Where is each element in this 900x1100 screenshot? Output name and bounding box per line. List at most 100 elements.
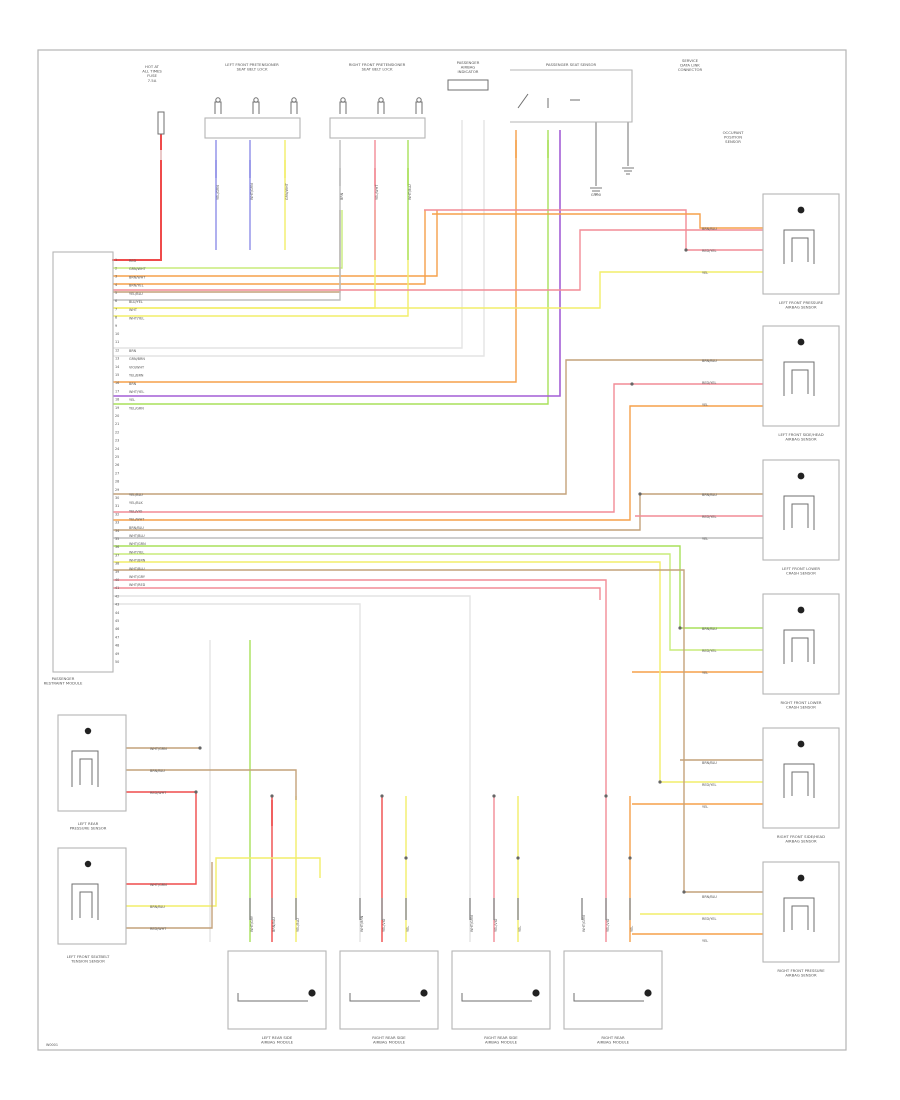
bottom-module-2 xyxy=(339,950,439,1030)
wire-left xyxy=(126,769,297,800)
wire-label: GRN/BRN xyxy=(129,357,145,361)
module-label: PASSENGER xyxy=(52,676,75,681)
wire-label: WHT/GRY xyxy=(129,575,146,579)
wire-label: YEL/BLU xyxy=(129,292,143,296)
right-sensor-6 xyxy=(762,861,840,963)
pin-number: 41 xyxy=(115,586,119,590)
module-label: RESTRAINT MODULE xyxy=(44,681,83,686)
splice-dot xyxy=(678,626,682,630)
right-retractor-box xyxy=(329,117,426,139)
right-sensor-label: AIRBAG SENSOR xyxy=(785,305,817,310)
pin-number: 46 xyxy=(115,627,119,631)
wire-label: YEL xyxy=(702,403,708,407)
wire-seat-sensor xyxy=(113,130,561,397)
left-sensor-1 xyxy=(57,714,127,812)
wire-label: BRN/BLU xyxy=(150,905,165,909)
ground-icon xyxy=(622,167,634,175)
pin-number: 38 xyxy=(115,562,119,566)
left-retractor-label: SEAT BELT LOCK xyxy=(237,67,268,72)
wire-label: RED/YEL xyxy=(702,381,716,385)
pin-number: 6 xyxy=(115,299,117,303)
wire-label: YEL xyxy=(406,926,410,932)
wire-label: RED/WHT xyxy=(150,791,167,795)
wire-label: YEL/WHT xyxy=(375,184,379,200)
pin-number: 47 xyxy=(115,635,119,639)
pin-number: 20 xyxy=(115,414,119,418)
pin-number: 30 xyxy=(115,496,119,500)
squib-symbol xyxy=(573,993,644,1002)
indicator-label: AIRBAG xyxy=(461,65,475,70)
wire-label: BRN/BLU xyxy=(272,917,276,932)
bottom-module-label: RIGHT REAR SIDE xyxy=(372,1035,406,1040)
wire-label: WHT/BLU xyxy=(129,567,145,571)
wire-module-top xyxy=(113,210,341,293)
terminal-symbol xyxy=(416,97,422,103)
wire-label: WHT/GRN xyxy=(250,183,254,200)
pin-number: 32 xyxy=(115,512,119,516)
wire-label: RED/YEL xyxy=(702,649,716,653)
wire-label: WHT/BLU xyxy=(408,184,412,200)
wire-label: WHT/GRN xyxy=(150,747,167,751)
right-sensor-label: AIRBAG SENSOR xyxy=(785,973,817,978)
wire-label: GRN/WHT xyxy=(285,182,289,200)
wire-label: BRN xyxy=(129,382,137,386)
indicator-label: INDICATOR xyxy=(458,69,479,74)
pin-number: 2 xyxy=(115,266,117,270)
bottom-module-3 xyxy=(451,950,551,1030)
wire-right-6 xyxy=(113,569,763,893)
pin-number: 27 xyxy=(115,471,119,475)
fuse-label: 7.5A xyxy=(148,78,157,83)
sensor-symbol xyxy=(783,763,815,798)
sensor-indicator xyxy=(797,606,805,614)
pin-number: 50 xyxy=(115,660,119,664)
wire-red xyxy=(113,134,162,261)
right-retractor-label: RIGHT FRONT PRETENSIONER xyxy=(349,62,406,67)
seat-sensor-label: PASSENGER SEAT SENSOR xyxy=(546,62,597,67)
right-sensor-label: CRASH SENSOR xyxy=(786,571,816,576)
pin-number: 42 xyxy=(115,594,119,598)
sensor-indicator xyxy=(797,206,805,214)
pin-number: 1 xyxy=(115,258,117,262)
wire-label: BRN xyxy=(129,349,137,353)
wire-label: WHT/BLU xyxy=(129,534,145,538)
sensor-indicator xyxy=(797,472,805,480)
fuse-label: FUSE xyxy=(147,73,157,78)
wire-label: WHT/BRN xyxy=(360,915,364,932)
squib-symbol xyxy=(461,993,532,1002)
wire-label: BRN/BLU xyxy=(702,359,717,363)
splice-dot xyxy=(638,492,642,496)
data-link-label: SERVICE xyxy=(682,58,699,63)
wire-label: YEL xyxy=(702,939,708,943)
bottom-module-label: AIRBAG MODULE xyxy=(261,1040,294,1045)
wire-label: BRN/BLU xyxy=(702,627,717,631)
wire-label: WHT/YEL xyxy=(129,390,144,394)
right-sensor-label: CRASH SENSOR xyxy=(786,705,816,710)
right-sensor-label: RIGHT FRONT LOWER xyxy=(780,700,821,705)
bottom-module-label: RIGHT REAR SIDE xyxy=(484,1035,518,1040)
bottom-module-4 xyxy=(563,950,663,1030)
wire-label: RED/YEL xyxy=(702,917,716,921)
right-sensor-label: LEFT FRONT LOWER xyxy=(782,566,820,571)
wire-label: RED xyxy=(129,259,136,263)
squib-indicator xyxy=(644,989,652,997)
right-sensor-3 xyxy=(762,459,840,561)
pin-number: 10 xyxy=(115,332,119,336)
pin-number: 17 xyxy=(115,389,119,393)
squib-indicator xyxy=(532,989,540,997)
restraint-module xyxy=(52,251,114,673)
switch-symbol xyxy=(290,101,298,114)
wire-label: BRN xyxy=(340,192,344,200)
seat-switch-symbol xyxy=(517,93,580,109)
wire-right-1 xyxy=(432,213,763,229)
wire-label: WHT/GRN xyxy=(582,915,586,932)
switch-symbol xyxy=(214,101,222,114)
ground-label: G100 xyxy=(591,192,602,197)
pin-number: 29 xyxy=(115,488,119,492)
wire-label: WHT/BRN xyxy=(129,559,146,563)
left-sensor-label: LEFT REAR xyxy=(78,821,99,826)
wire-seat-sensor xyxy=(113,130,549,405)
right-sensor-label: LEFT FRONT PRESSURE xyxy=(779,300,824,305)
wire-right-4 xyxy=(113,553,763,651)
wire-right-1 xyxy=(113,271,763,309)
switch-symbol xyxy=(252,101,260,114)
